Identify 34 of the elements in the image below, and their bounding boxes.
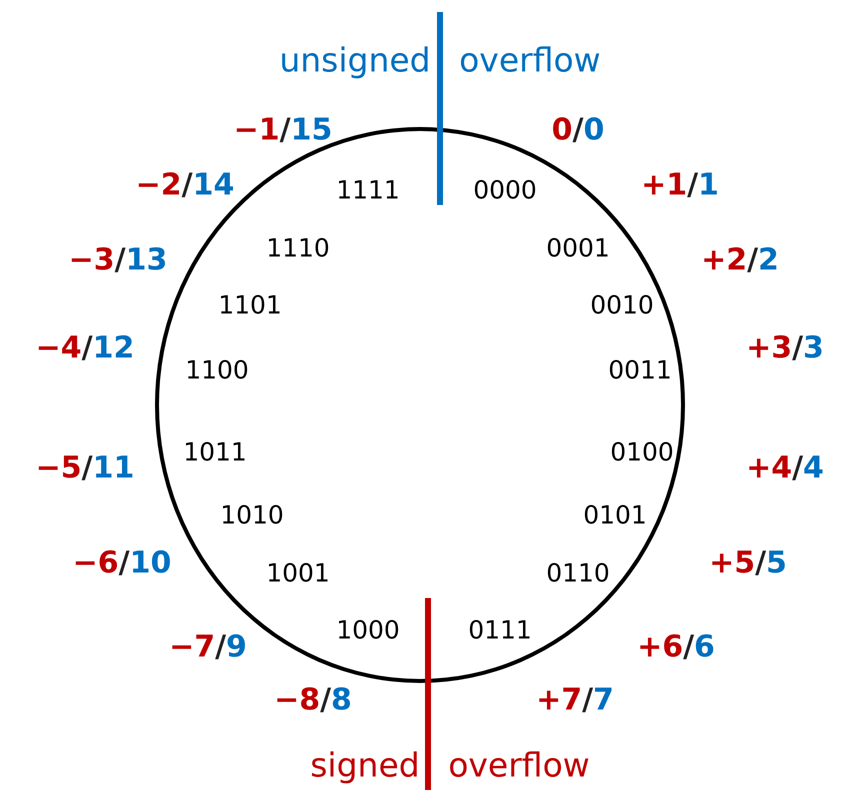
value-label: +3/3 <box>746 330 824 366</box>
value-label: +1/1 <box>641 168 719 202</box>
binary-code: 1101 <box>218 290 282 320</box>
binary-code: 0001 <box>546 234 610 262</box>
value-label: +7/7 <box>536 682 614 718</box>
value-label: −3/13 <box>68 242 168 278</box>
binary-code: 0000 <box>473 176 537 204</box>
value-label: −5/11 <box>36 450 134 486</box>
binary-code: 0111 <box>468 616 532 644</box>
value-label: −1/15 <box>234 112 332 148</box>
value-label: +6/6 <box>637 630 715 664</box>
value-label: +4/4 <box>746 450 824 486</box>
overflow-label: signed overflow <box>310 746 590 784</box>
binary-code: 0110 <box>546 558 610 588</box>
binary-code: 1100 <box>185 356 249 384</box>
binary-code: 0011 <box>608 356 672 384</box>
value-label: −2/14 <box>136 168 234 202</box>
value-label: +5/5 <box>709 546 787 580</box>
binary-code: 1010 <box>220 500 284 530</box>
binary-code: 0101 <box>583 500 647 530</box>
binary-code: 1001 <box>266 558 330 588</box>
binary-code: 0100 <box>610 438 674 466</box>
value-label: −4/12 <box>36 330 134 366</box>
value-label: −8/8 <box>274 682 352 718</box>
overflow-label: unsigned overflow <box>279 40 601 80</box>
binary-code: 1011 <box>183 438 247 466</box>
value-label: 0/0 <box>552 112 604 148</box>
binary-code: 1111 <box>336 176 400 204</box>
value-label: −6/10 <box>72 546 172 580</box>
value-label: −7/9 <box>169 630 247 664</box>
binary-code: 1000 <box>336 616 400 644</box>
value-label: +2/2 <box>701 242 779 278</box>
binary-code: 0010 <box>590 290 654 320</box>
binary-code: 1110 <box>266 234 330 262</box>
